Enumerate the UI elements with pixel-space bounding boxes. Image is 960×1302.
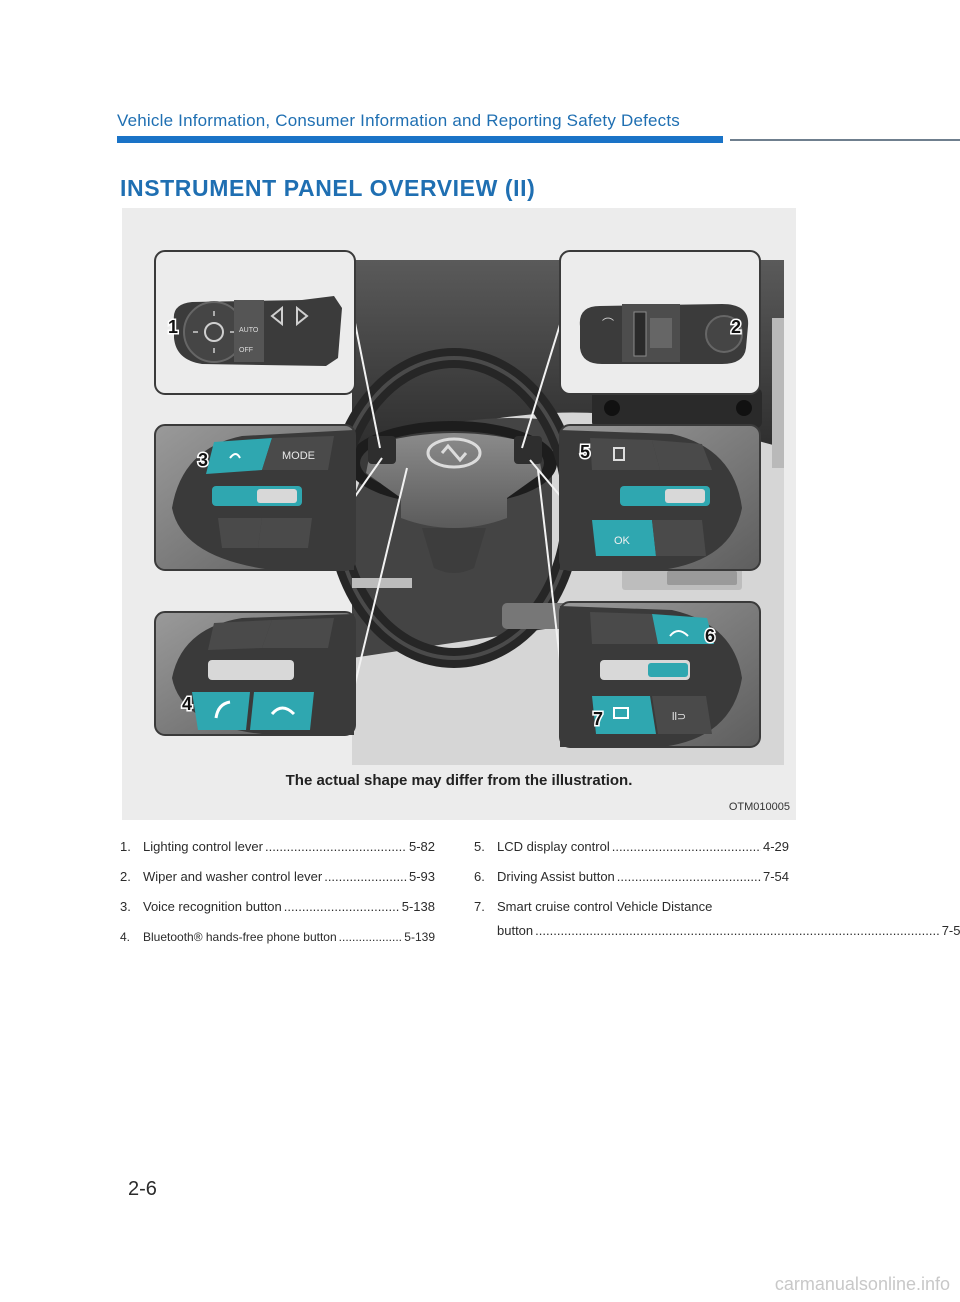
list-item: 5. LCD display control 4-29 [474,838,789,856]
item-number: 3. [120,899,131,914]
list-item: 4. Bluetooth® hands-free phone button 5-1… [120,928,435,946]
instrument-panel-illustration: AUTO OFF ⌒ MODE [122,208,796,820]
list-item: 1. Lighting control lever 5-82 [120,838,435,856]
item-number: 7. [474,899,485,914]
leader-lines [353,317,563,689]
list-item: 2. Wiper and washer control lever 5-93 [120,868,435,886]
page-number: 2-6 [128,1178,157,1200]
inset-wiper-lever: ⌒ [559,250,761,395]
svg-text:⌒: ⌒ [602,317,614,331]
inset-voice-mode-buttons: MODE [154,424,356,571]
list-item: 3. Voice recognition button 5-138 [120,898,435,916]
list-item: 7. Smart cruise control Vehicle Distance… [474,898,960,940]
item-number: 5. [474,839,485,854]
figure-code: OTM010005 [728,801,790,813]
item-page-ref: 5-139 [404,930,435,944]
inset-lcd-ok-buttons: OK [559,424,761,571]
item-page-ref: 7-54 [941,923,960,938]
header-accent-bar [117,136,723,143]
callout-7: 7 [593,709,603,729]
callout-2: 2 [731,317,741,337]
list-item: 6. Driving Assist button 7-54 [474,868,789,886]
watermark: carmanualsonline.info [774,1274,950,1294]
svg-text:OK: OK [614,535,631,547]
dashboard-drawing: AUTO OFF ⌒ MODE [154,250,784,765]
svg-text:AUTO: AUTO [239,327,259,334]
item-number: 2. [120,869,131,884]
item-label: Lighting control lever [143,839,263,854]
item-list-left: 1. Lighting control lever 5-82 2. Wiper a… [120,838,435,958]
item-label: LCD display control [497,839,610,854]
svg-text:MODE: MODE [282,450,315,462]
item-number: 4. [120,930,131,944]
running-header-title: Vehicle Information, Consumer Informatio… [117,111,681,130]
item-page-ref: 4-29 [762,839,789,854]
inset-driving-assist-buttons: ll⊃ [559,601,761,748]
item-label: Smart cruise control Vehicle Distance [497,899,713,914]
callout-4: 4 [182,694,192,714]
callout-1: 1 [168,317,178,337]
item-page-ref: 5-82 [408,839,435,854]
item-page-ref: 5-138 [401,899,435,914]
item-label: Driving Assist button [497,869,615,884]
callout-3: 3 [198,450,208,470]
callout-6: 6 [705,626,715,646]
item-page-ref: 5-93 [408,869,435,884]
item-page-ref: 7-54 [762,869,789,884]
callout-5: 5 [580,442,590,462]
item-label: Wiper and washer control lever [143,869,323,884]
item-label-continued: button [497,923,534,938]
item-number: 6. [474,869,485,884]
inset-phone-buttons [154,611,356,736]
header-rule [730,139,960,141]
svg-text:ll⊃: ll⊃ [672,711,686,723]
svg-text:OFF: OFF [239,347,253,354]
section-title: INSTRUMENT PANEL OVERVIEW (II) [120,175,536,201]
item-label: Bluetooth® hands-free phone button [143,930,337,944]
item-label: Voice recognition button [143,899,282,914]
figure-caption: The actual shape may differ from the ill… [285,772,633,789]
inset-lighting-lever: AUTO OFF [154,250,356,395]
callout-numbers: 1 2 3 4 5 6 7 [167,316,743,731]
item-list-right: 5. LCD display control 4-29 6. Driving As… [474,838,960,952]
item-number: 1. [120,839,131,854]
